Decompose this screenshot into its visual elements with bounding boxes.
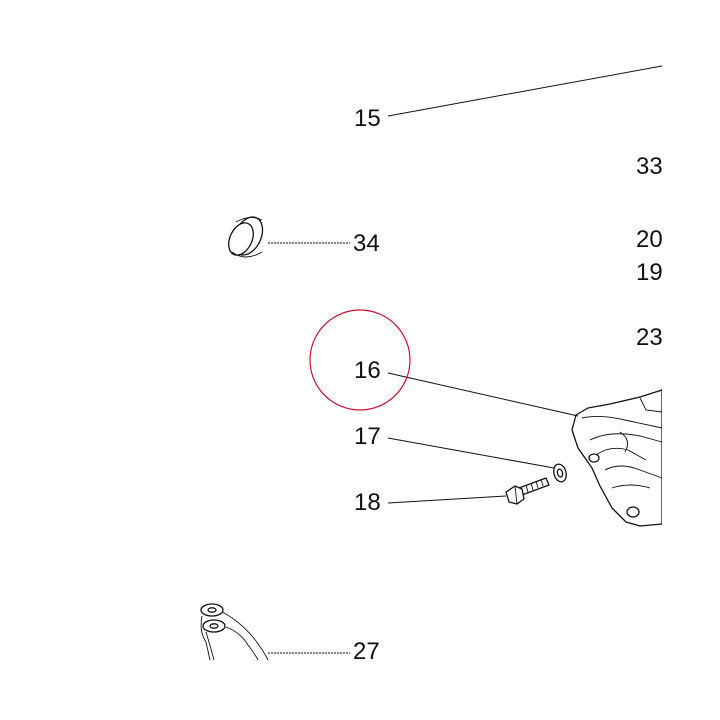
callout-34[interactable]: 34	[353, 230, 380, 257]
leader-line-18	[387, 495, 507, 504]
part-34-cap-drawing	[228, 216, 264, 258]
leader-lines	[268, 65, 663, 654]
clipped-bottom-margin	[0, 662, 720, 720]
callout-16[interactable]: 16	[354, 357, 381, 384]
callout-18[interactable]: 18	[354, 489, 381, 516]
callout-labels: 15 33 34 20 19 23 16 17 18 27	[353, 105, 663, 665]
leader-line-17	[387, 437, 555, 469]
part-17-washer-drawing	[553, 463, 567, 483]
highlight-circle	[309, 309, 411, 411]
label-clip-right	[662, 140, 720, 360]
leader-line-15	[387, 65, 663, 117]
callout-15[interactable]: 15	[354, 105, 381, 132]
callout-17[interactable]: 17	[354, 423, 381, 450]
part-27-cable-drawing	[200, 603, 269, 661]
callout-20[interactable]: 20	[636, 226, 663, 253]
callout-19[interactable]: 19	[636, 259, 663, 286]
leader-line-16	[387, 372, 579, 417]
part-16-bracket-drawing	[571, 389, 663, 527]
callout-27[interactable]: 27	[353, 638, 380, 665]
callout-33[interactable]: 33	[636, 153, 663, 180]
part-18-bolt-drawing	[505, 477, 550, 505]
callout-23[interactable]: 23	[636, 324, 663, 351]
